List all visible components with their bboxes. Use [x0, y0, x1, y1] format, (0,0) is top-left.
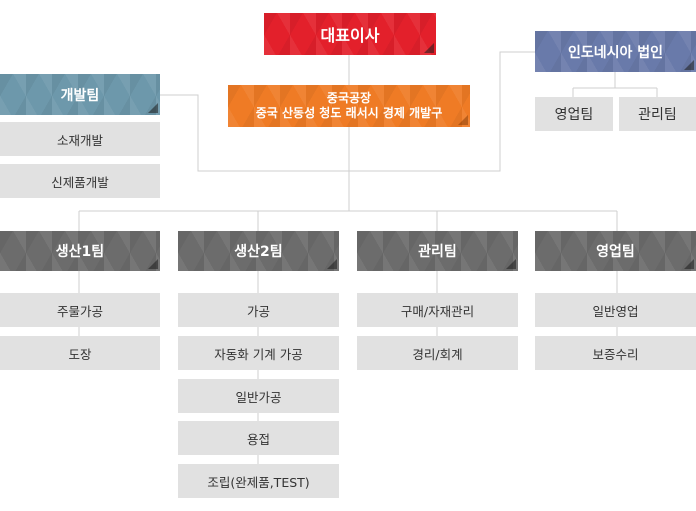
dept-item: 도장: [0, 336, 160, 370]
dept-item: 구매/자재관리: [357, 293, 518, 327]
indonesia-corp-box: 인도네시아 법인: [535, 31, 696, 72]
dev-team-box: 개발팀: [0, 74, 160, 115]
dev-item: 소재개발: [0, 122, 160, 156]
china-factory-title: 중국공장: [326, 91, 372, 105]
dept-item: 일반가공: [178, 379, 339, 413]
indonesia-corp-title: 인도네시아 법인: [567, 44, 664, 61]
ceo-label: 대표이사: [320, 26, 380, 45]
dept-header-sales: 영업팀: [535, 231, 696, 271]
indonesia-admin-team: 관리팀: [619, 97, 696, 131]
indonesia-sales-team: 영업팀: [535, 97, 613, 131]
dept-item: 용접: [178, 421, 339, 455]
dept-header-management: 관리팀: [357, 231, 518, 271]
dev-team-title: 개발팀: [60, 87, 100, 104]
dept-item: 주물가공: [0, 293, 160, 327]
dev-item: 신제품개발: [0, 164, 160, 198]
dept-item: 가공: [178, 293, 339, 327]
dept-item: 일반영업: [535, 293, 696, 327]
dept-header-production1: 생산1팀: [0, 231, 160, 271]
china-factory-address: 중국 산동성 청도 래서시 경제 개발구: [255, 106, 443, 120]
dept-item: 보증수리: [535, 336, 696, 370]
dept-item: 경리/회계: [357, 336, 518, 370]
ceo-box: 대표이사: [264, 13, 436, 55]
dept-item: 자동화 기계 가공: [178, 336, 339, 370]
china-factory-box: 중국공장 중국 산동성 청도 래서시 경제 개발구: [228, 85, 470, 127]
dept-item: 조립(완제품,TEST): [178, 464, 339, 498]
dept-header-production2: 생산2팀: [178, 231, 339, 271]
